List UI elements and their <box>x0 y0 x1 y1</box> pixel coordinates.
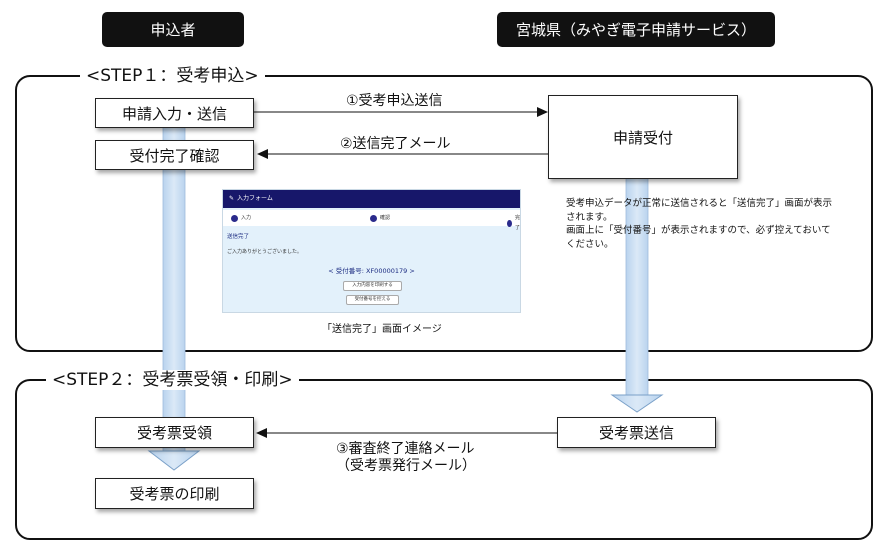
screen-image-caption: 「送信完了」画面イメージ <box>322 324 442 335</box>
left-flow-band <box>162 124 186 452</box>
arrow-send-head <box>537 107 548 117</box>
mock-step-done: 完了 <box>507 213 520 233</box>
send-box: 受考票送信 <box>557 417 716 448</box>
arrow-send-label: ①受考申込送信 <box>346 93 443 109</box>
completion-screen-image: ✎入力フォーム 入力 確認 完了 送信完了 ご入力ありがとうございました。 < … <box>222 189 521 313</box>
step2-frame <box>15 379 873 540</box>
arrow-mail-head <box>257 149 268 159</box>
receive-box: 受考票受領 <box>95 417 254 448</box>
mock-step-confirm: 確認 <box>370 213 390 223</box>
right-flow-arrowhead <box>610 394 664 413</box>
accept-confirm-box: 受付完了確認 <box>95 140 254 170</box>
step1-title: <STEP１：受考申込> <box>80 66 265 86</box>
header-prefecture: 宮城県（みやぎ電子申請サービス） <box>497 12 775 47</box>
header-applicant: 申込者 <box>102 12 244 47</box>
accept-box: 申請受付 <box>548 95 738 179</box>
mock-thanks: ご入力ありがとうございました。 <box>227 249 303 255</box>
mock-app-title: 入力フォーム <box>237 195 273 202</box>
arrow-result-label-1: ③審査終了連絡メール <box>336 441 475 457</box>
note-line: 画面上に「受付番号」が表示されますので、必ず控えておいて <box>566 225 831 236</box>
mock-step-input: 入力 <box>231 213 251 223</box>
note-line: されます。 <box>566 211 613 223</box>
step1-frame <box>15 75 873 352</box>
input-send-box: 申請入力・送信 <box>95 98 254 128</box>
check-icon <box>370 214 377 222</box>
step-dot-icon <box>507 219 512 227</box>
mock-status: 送信完了 <box>227 234 250 240</box>
mock-receipt-number: < 受付番号: XF00000179 > <box>328 267 415 275</box>
print-box: 受考票の印刷 <box>95 478 254 509</box>
mock-copy-button: 受付番号を控える <box>346 295 399 305</box>
arrow-mail-label: ②送信完了メール <box>340 136 451 152</box>
step2-title: <STEP２：受考票受領・印刷> <box>46 370 299 390</box>
completion-note: 受考申込データが正常に送信されると「送信完了」画面が表示 されます。 画面上に「… <box>566 197 856 251</box>
note-line: 受考申込データが正常に送信されると「送信完了」画面が表示 <box>566 198 833 209</box>
arrow-result-head <box>256 428 267 438</box>
note-line: ください。 <box>566 238 614 250</box>
left-flow-arrowhead <box>147 450 201 471</box>
check-icon <box>231 214 238 222</box>
mock-print-button: 入力内容を印刷する <box>343 281 402 291</box>
arrow-result-label-2: （受考票発行メール） <box>336 458 476 474</box>
mock-step-indicator: 入力 確認 完了 <box>223 210 520 231</box>
mock-pencil-icon: ✎ <box>229 195 235 202</box>
mock-app-bar: ✎入力フォーム <box>223 190 520 208</box>
